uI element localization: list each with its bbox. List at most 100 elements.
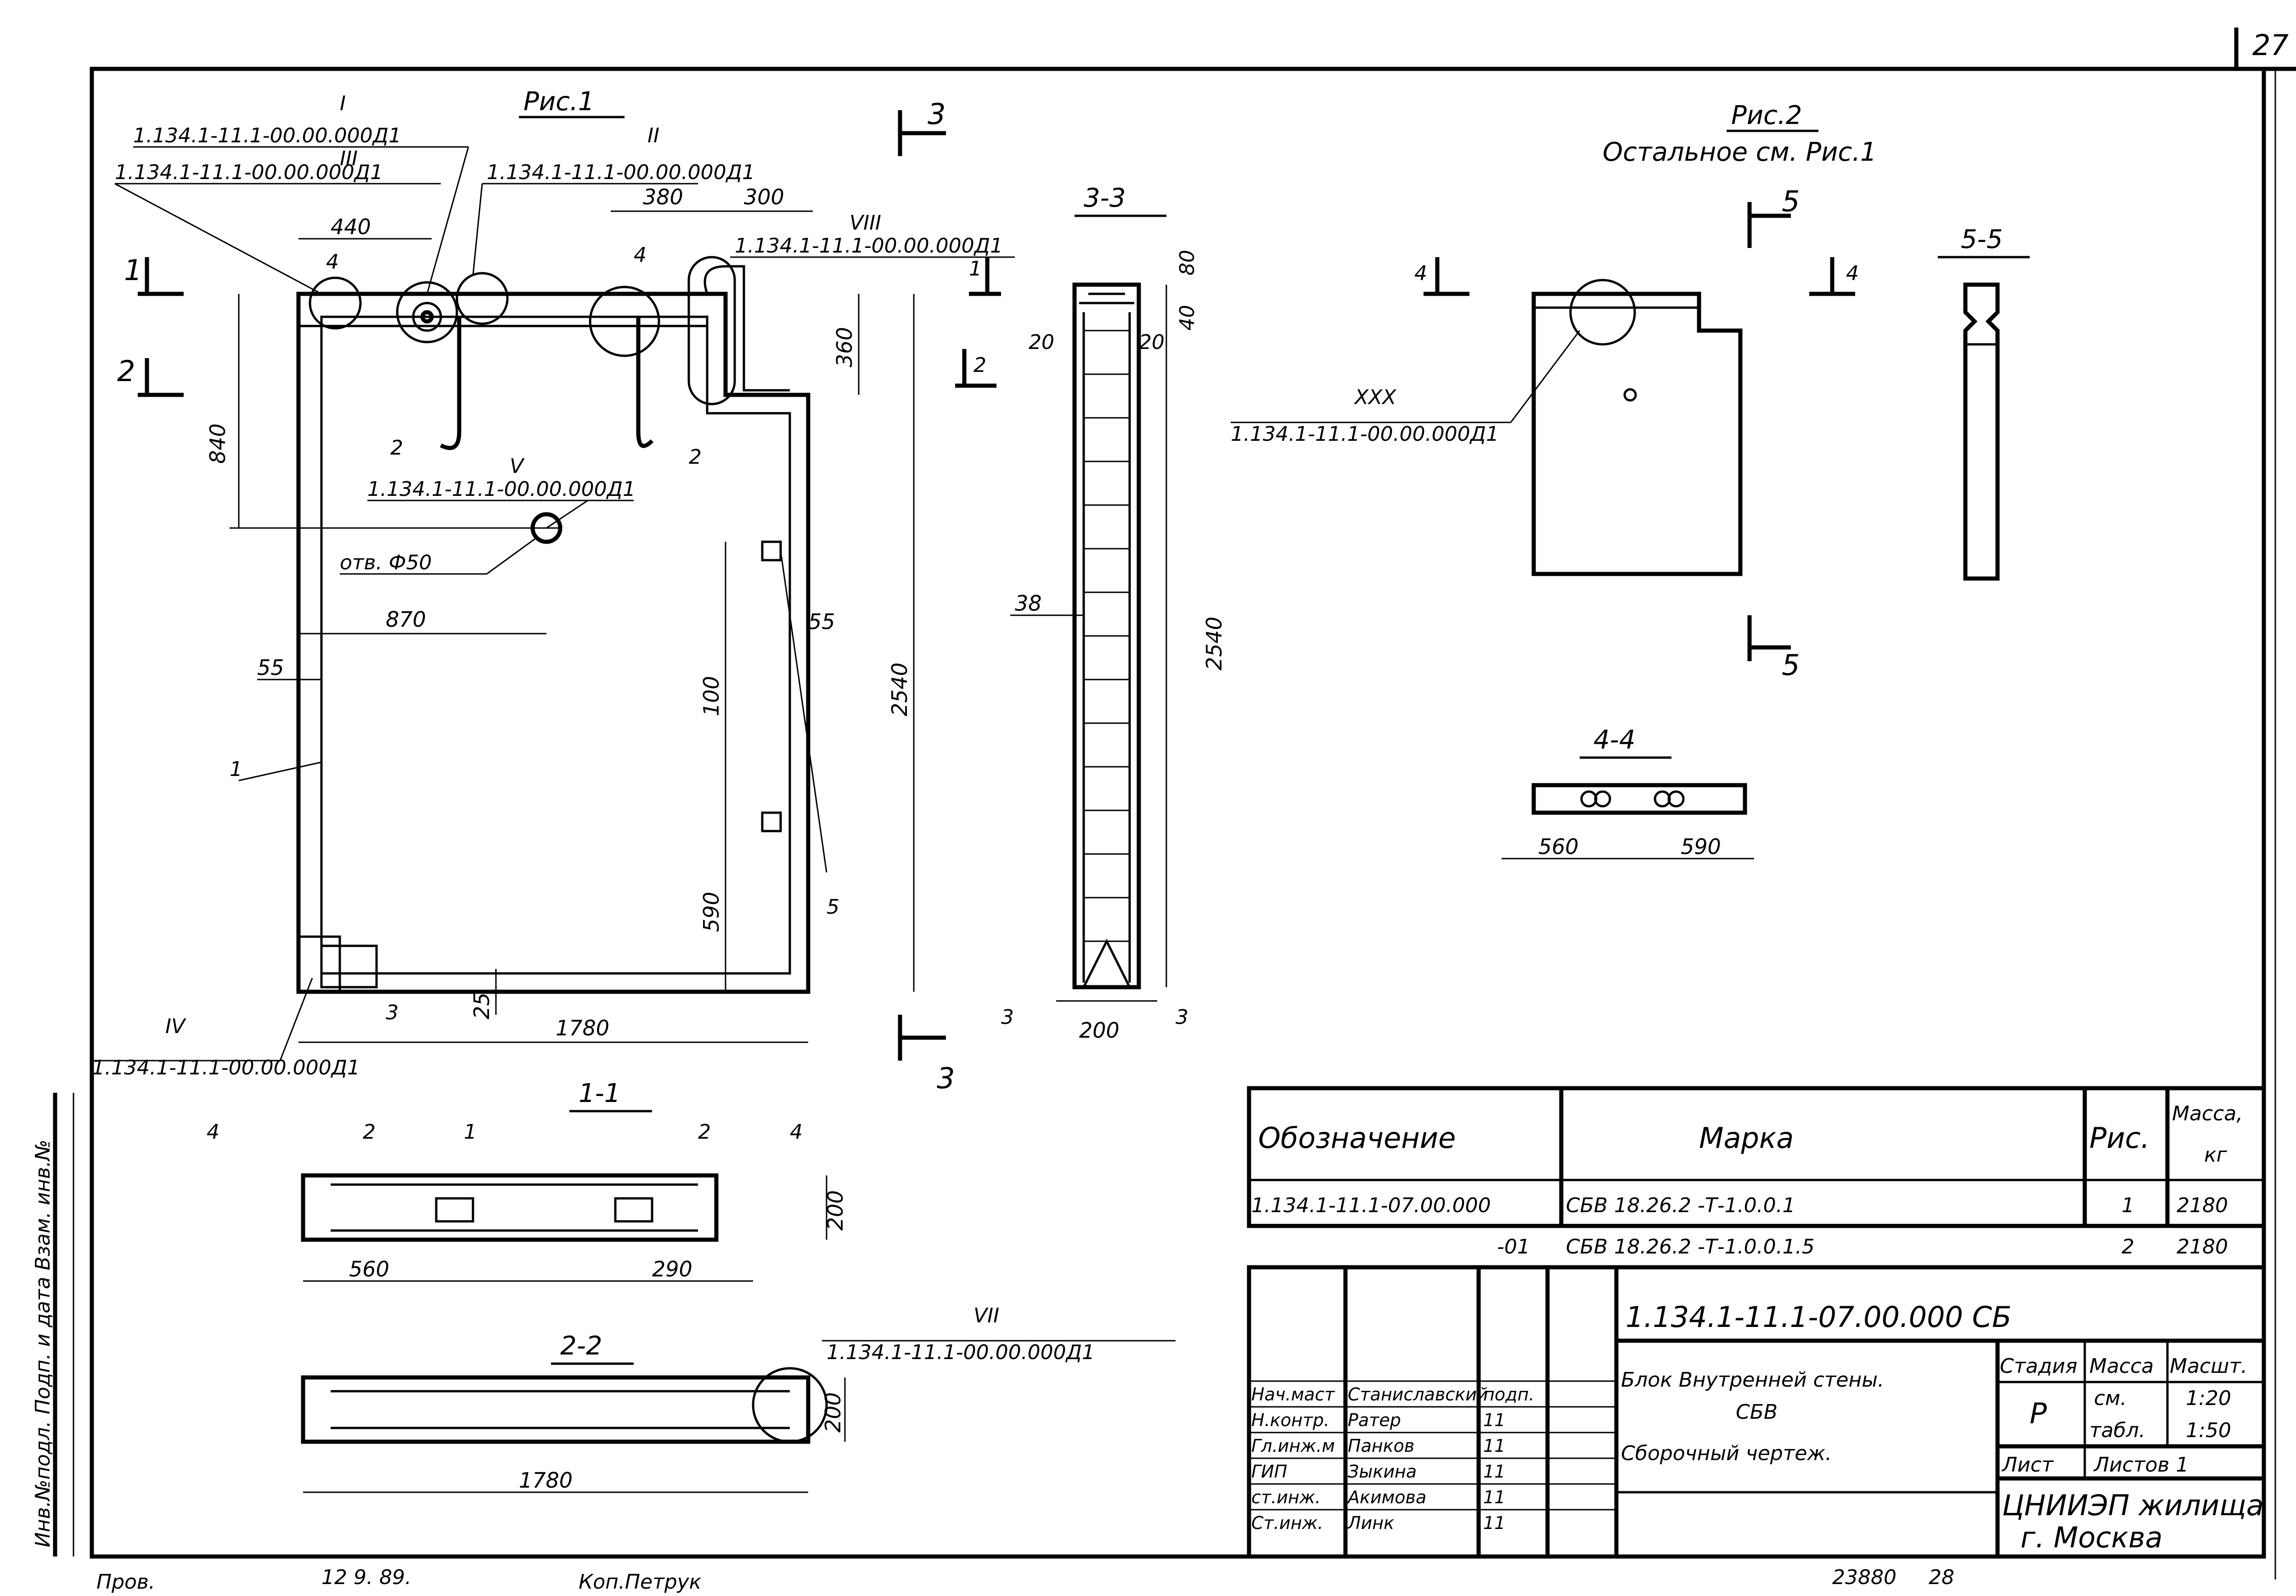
ref-IV-code: 1.134.1-11.1-00.00.000Д1 bbox=[92, 1056, 360, 1079]
sec44-outline bbox=[1531, 783, 1747, 815]
ref-XXX-code: 1.134.1-11.1-00.00.000Д1 bbox=[1231, 422, 1499, 446]
tb-name-line2: СБВ bbox=[1736, 1400, 1778, 1424]
ref-V-label: V bbox=[510, 455, 525, 478]
signer-name: Панков bbox=[1348, 1436, 1414, 1456]
dim-870: 870 bbox=[386, 607, 426, 632]
ref-XXX-label: XXX bbox=[1354, 386, 1396, 409]
sec33-dim-20-right: 20 bbox=[1139, 331, 1165, 354]
signer-name: Зыкина bbox=[1348, 1461, 1417, 1482]
sec22-dim-1780: 1780 bbox=[519, 1468, 573, 1493]
signer-name: Ратер bbox=[1348, 1410, 1401, 1430]
sec11-dim-560: 560 bbox=[349, 1257, 389, 1281]
sec33-pos-3-left: 3 bbox=[1001, 1006, 1014, 1029]
pos-3: 3 bbox=[386, 1001, 399, 1024]
signer-sign: 11 bbox=[1483, 1487, 1505, 1507]
signer-role: ГИП bbox=[1251, 1461, 1287, 1482]
dim-2540: 2540 bbox=[887, 663, 912, 716]
footer-number: 23880 bbox=[1832, 1566, 1896, 1589]
ref-IV-label: IV bbox=[165, 1015, 186, 1038]
sec44-title: 4-4 bbox=[1593, 725, 1635, 755]
dim-25: 25 bbox=[469, 992, 494, 1019]
sec11-title: 1-1 bbox=[579, 1079, 620, 1108]
sec33-dim-80: 80 bbox=[1176, 250, 1199, 275]
ref-VIII-code: 1.134.1-11.1-00.00.000Д1 bbox=[735, 234, 1003, 258]
corner-detail bbox=[297, 935, 341, 993]
fig2-cut-4-right: 4 bbox=[1846, 262, 1859, 285]
hole-label: отв. Ф50 bbox=[340, 551, 432, 574]
pos-4-right: 4 bbox=[634, 243, 647, 267]
ref-II-label: II bbox=[647, 124, 659, 147]
sec11-pos-2-left: 2 bbox=[363, 1120, 376, 1144]
table-h-designation: Обозначение bbox=[1258, 1121, 1456, 1155]
signer-sign: подп. bbox=[1483, 1384, 1534, 1405]
detail-circle-I bbox=[309, 276, 362, 330]
sec33-outline bbox=[1072, 282, 1141, 989]
spec-table: Обозначение Марка Рис. Масса, кг 1.134.1… bbox=[1247, 1086, 2266, 1270]
cut-1-left: 1 bbox=[124, 253, 142, 287]
signer-role: Н.контр. bbox=[1251, 1410, 1329, 1430]
dim-590: 590 bbox=[699, 892, 724, 932]
hook-node bbox=[412, 302, 442, 332]
detail-circle-II bbox=[396, 281, 458, 343]
fig2-outline bbox=[1531, 292, 1743, 576]
table-row1-fig: 1 bbox=[2122, 1194, 2134, 1217]
table-row1-mass: 2180 bbox=[2177, 1194, 2228, 1217]
sec44-dim-560: 560 bbox=[1538, 834, 1579, 859]
fig2-subcaption: Остальное см. Рис.1 bbox=[1603, 137, 1877, 167]
footer-copied: Коп.Петрук bbox=[579, 1570, 702, 1594]
sec11-pos-4-left: 4 bbox=[207, 1120, 219, 1144]
side-stamp-text: Инв.№подл. Подп. и дата Взам. инв.№ bbox=[31, 1140, 55, 1547]
panel-inner-frame bbox=[320, 315, 791, 975]
tb-scale-2: 1:50 bbox=[2186, 1419, 2231, 1442]
sheet-frame bbox=[90, 67, 2266, 1559]
tb-org-line1: ЦНИИЭП жилища bbox=[2002, 1489, 2264, 1522]
dim-300: 300 bbox=[744, 185, 784, 209]
pos-1: 1 bbox=[230, 758, 242, 781]
tb-doc-code: 1.134.1-11.1-07.00.000 СБ bbox=[1626, 1300, 2012, 1334]
dim-55-right: 55 bbox=[808, 609, 835, 634]
tb-mass-line1: см. bbox=[2094, 1387, 2127, 1410]
signer-role: Гл.инж.м bbox=[1251, 1436, 1335, 1456]
tb-org-line2: г. Москва bbox=[2020, 1521, 2163, 1554]
sec22-outline bbox=[301, 1375, 810, 1444]
signer-role: Ст.инж. bbox=[1251, 1513, 1323, 1533]
embed-upper bbox=[761, 540, 782, 562]
sheet-number: 27 bbox=[2252, 28, 2289, 62]
dim-1780: 1780 bbox=[556, 1016, 609, 1040]
sec33-dim-200: 200 bbox=[1079, 1018, 1120, 1043]
panel-outline bbox=[296, 292, 810, 994]
detail-circle-4 bbox=[589, 286, 660, 357]
footer: Пров. 12 9. 89. Коп.Петрук 23880 28 bbox=[96, 1566, 1954, 1594]
sec33-pos-3-right: 3 bbox=[1176, 1006, 1188, 1029]
fig2-caption: Рис.2 bbox=[1731, 101, 1802, 130]
signer-sign: 11 bbox=[1483, 1513, 1505, 1533]
tb-h-scale: Масшт. bbox=[2170, 1354, 2247, 1378]
tb-name-line1: Блок Внутренней стены. bbox=[1621, 1368, 1884, 1392]
cut-3-top: 3 bbox=[928, 97, 945, 131]
fig1-caption: Рис.1 bbox=[523, 87, 594, 117]
section-5-5: 5-5 bbox=[1938, 225, 2030, 581]
table-h-mass-unit: кг bbox=[2204, 1143, 2228, 1167]
footer-checked: Пров. bbox=[96, 1570, 155, 1594]
dim-55-left: 55 bbox=[257, 655, 284, 680]
cut-1-right: 1 bbox=[969, 257, 982, 281]
section-1-1: 1-1 4 2 1 2 4 200 560 290 bbox=[207, 1079, 848, 1282]
fig2-cut-4-left: 4 bbox=[1414, 262, 1427, 285]
tb-stage: Р bbox=[2030, 1397, 2047, 1430]
fig1-view: Рис.1 440 380 300 840 360 bbox=[92, 87, 1015, 1095]
tb-sheet-label: Лист bbox=[2001, 1453, 2054, 1477]
sec33-dim-2540: 2540 bbox=[1202, 617, 1227, 670]
title-block: 1.134.1-11.1-07.00.000 СБ Блок Внутренне… bbox=[1247, 1265, 2266, 1559]
signer-sign: 11 bbox=[1483, 1436, 1505, 1456]
fig2-cut-5-bottom: 5 bbox=[1782, 648, 1800, 682]
sec22-title: 2-2 bbox=[560, 1331, 602, 1361]
ref-V-code: 1.134.1-11.1-00.00.000Д1 bbox=[367, 478, 636, 501]
table-row2-fig: 2 bbox=[2122, 1235, 2134, 1259]
ref-I-label: I bbox=[340, 92, 346, 115]
cut-3-bottom: 3 bbox=[937, 1062, 955, 1095]
detail-circle-III bbox=[456, 272, 509, 325]
lifting-hook-right bbox=[636, 317, 654, 448]
dim-440: 440 bbox=[331, 214, 371, 239]
signer-role: Нач.маст bbox=[1251, 1384, 1335, 1405]
